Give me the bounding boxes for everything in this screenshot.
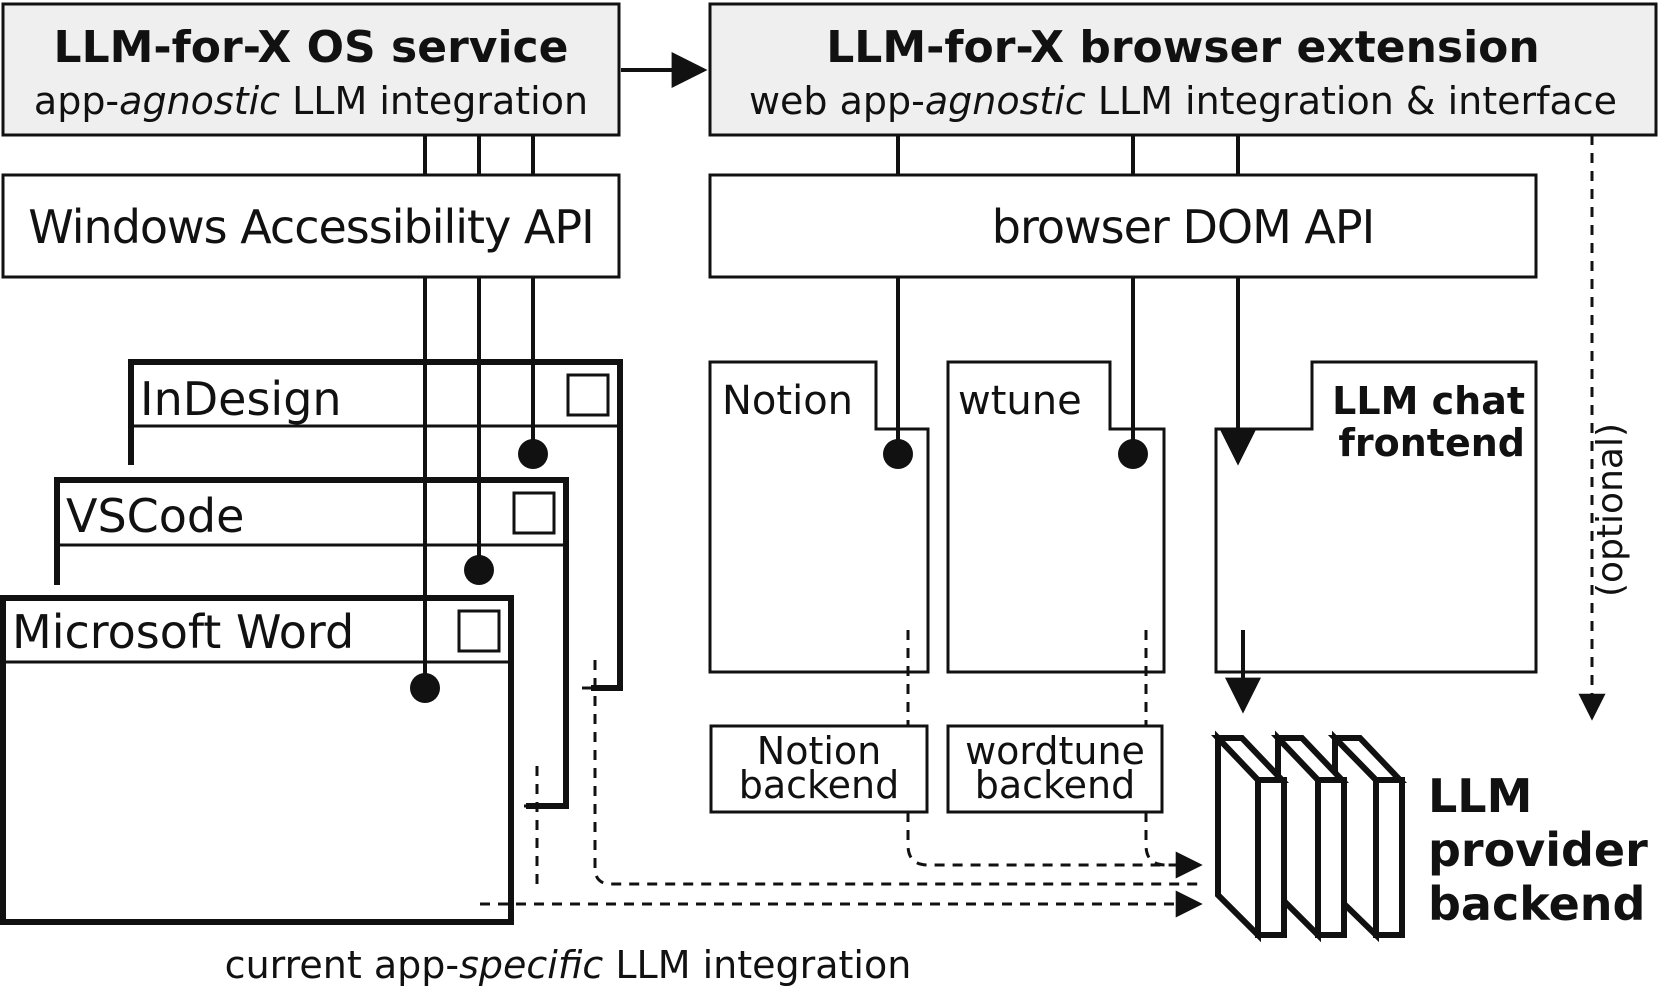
window-vscode: VSCode [54, 477, 569, 809]
window-indesign: InDesign [128, 359, 623, 691]
window-microsoft-word: Microsoft Word [0, 595, 514, 925]
window-microsoft-word-title: Microsoft Word [12, 605, 354, 659]
browser-extension-subtitle: web app-agnostic LLM integration & inter… [749, 79, 1617, 123]
notion-backend-line1: Notion [757, 729, 881, 773]
provider-line2: provider [1428, 823, 1648, 877]
notion-backend-box: Notion backend [709, 724, 929, 814]
browser-dom-api-label: browser DOM API [992, 200, 1374, 254]
provider-line3: backend [1428, 877, 1645, 931]
wordtune-backend-line1: wordtune [965, 729, 1145, 773]
windows-accessibility-api-box: Windows Accessibility API [1, 173, 621, 279]
page-notion-title: Notion [722, 378, 853, 424]
wordtune-backend-box: wordtune backend [946, 724, 1164, 814]
dashed-apps-to-provider [480, 660, 1203, 918]
browser-dom-api-box: browser DOM API [708, 173, 1538, 279]
api-to-window-connectors [423, 277, 535, 688]
window-vscode-title: VSCode [66, 489, 244, 543]
connector-dot [883, 439, 913, 469]
page-wtune: wtune [946, 360, 1166, 674]
os-service-title: LLM-for-X OS service [54, 22, 569, 73]
wordtune-backend-line2: backend [975, 763, 1136, 807]
dom-to-page-connectors [896, 277, 1256, 466]
browser-extension-box: LLM-for-X browser extension web app-agno… [708, 2, 1658, 137]
llm-provider-label: LLM provider backend [1428, 769, 1648, 931]
server-icon [1271, 730, 1349, 943]
connector-dots [410, 439, 548, 703]
server-icon [1211, 730, 1289, 943]
maximize-icon [566, 373, 610, 417]
server-rack-icon [1211, 730, 1407, 943]
chat-frontend-line1: LLM chat [1332, 379, 1525, 423]
connector-dot [1118, 439, 1148, 469]
os-service-subtitle: app-agnostic LLM integration [34, 79, 588, 123]
maximize-icon [512, 491, 556, 535]
window-indesign-title: InDesign [140, 372, 342, 426]
os-service-box: LLM-for-X OS service app-agnostic LLM in… [1, 2, 621, 137]
dashed-backend-to-provider [906, 812, 1203, 879]
optional-connector: (optional) [1578, 135, 1631, 721]
optional-label: (optional) [1590, 423, 1631, 597]
provider-line1: LLM [1428, 769, 1532, 823]
browser-extension-title: LLM-for-X browser extension [826, 22, 1539, 73]
caption: current app-specific LLM integration [225, 943, 912, 987]
dashed-page-to-backend [906, 630, 1148, 726]
notion-backend-line2: backend [739, 763, 900, 807]
os-to-api-connectors [423, 135, 1240, 175]
windows-accessibility-api-label: Windows Accessibility API [28, 200, 593, 254]
page-notion: Notion [708, 360, 930, 674]
maximize-icon [457, 609, 501, 653]
page-llm-chat-frontend: LLM chat frontend [1214, 360, 1538, 674]
chat-frontend-line2: frontend [1338, 421, 1525, 465]
page-wtune-title: wtune [958, 378, 1082, 424]
